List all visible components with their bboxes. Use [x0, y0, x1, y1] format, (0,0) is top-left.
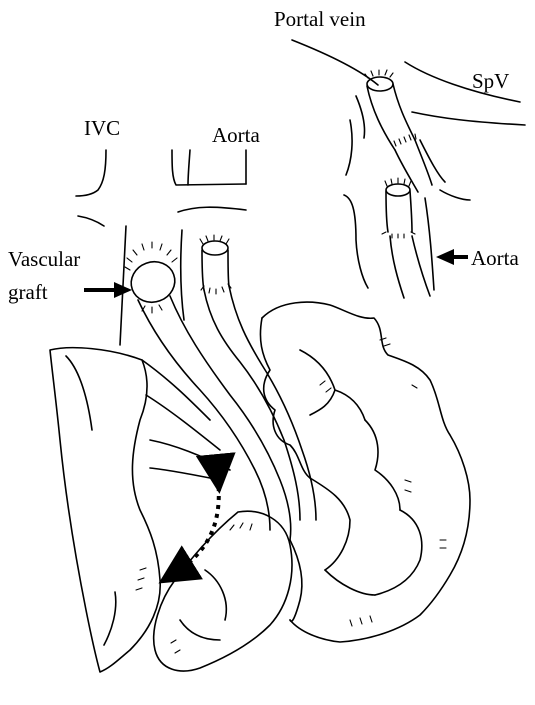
vascular-graft-ivc: [120, 226, 291, 540]
vascular-graft-arrow: [84, 282, 132, 298]
duodenum: [50, 348, 230, 672]
ivc-stub: [76, 150, 106, 226]
label-aorta-top: Aorta: [212, 124, 260, 147]
jejunal-loop: [154, 511, 292, 671]
inset-graft-upper: [365, 70, 432, 192]
anastomosis-dashed-arrow: [172, 478, 219, 575]
small-bowel: [260, 302, 470, 642]
inset-graft-lower: [344, 178, 434, 298]
aorta-inset-arrow: [436, 249, 468, 265]
aorta-stub: [172, 150, 246, 212]
label-vascular: Vascular: [8, 248, 80, 271]
label-aorta-inset: Aorta: [471, 247, 519, 270]
label-portal-vein: Portal vein: [274, 8, 366, 31]
label-spv: SpV: [472, 70, 509, 93]
label-graft: graft: [8, 281, 48, 304]
label-ivc: IVC: [84, 117, 120, 140]
